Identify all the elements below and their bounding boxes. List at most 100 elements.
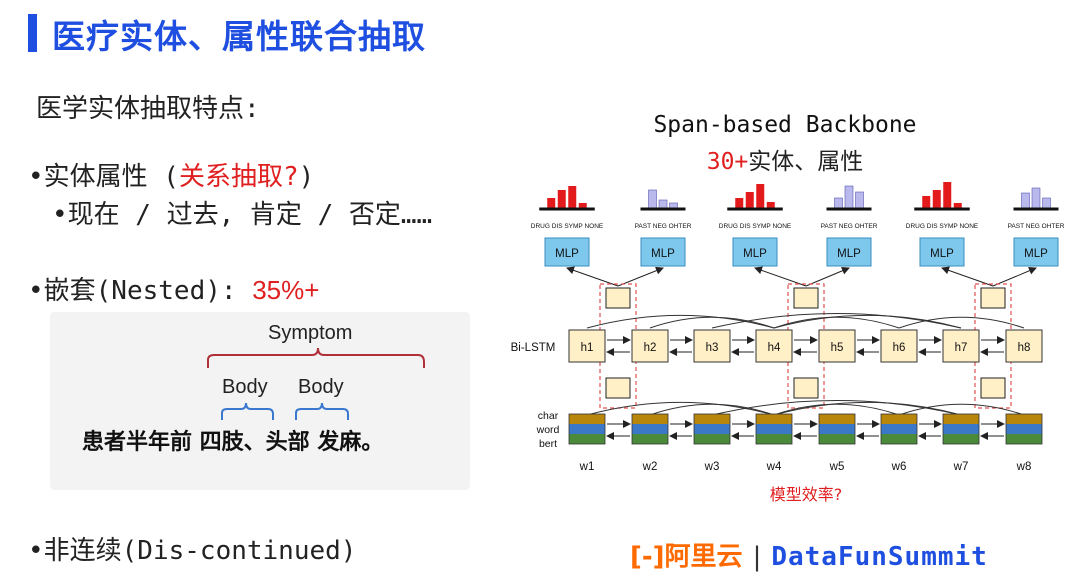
word-label: w5 [829, 461, 845, 473]
bullet-discontinued: •非连续(Dis-continued) [28, 536, 357, 566]
distribution-bar [766, 202, 775, 208]
hidden-state-box [568, 329, 606, 363]
span-to-mlp-arrow [754, 266, 807, 287]
span-box-bottom [980, 377, 1006, 399]
embed-char-segment [1006, 414, 1042, 424]
word-label: w3 [704, 461, 720, 473]
mlp-label: MLP [1024, 248, 1048, 260]
embed-bert-segment [694, 434, 730, 444]
hidden-state-label: h7 [955, 342, 968, 354]
embed-bert-segment [569, 434, 605, 444]
mlp-box [732, 237, 778, 267]
distribution-bar [557, 190, 566, 208]
embed-box-outline [568, 413, 606, 445]
distribution-label: PAST NEG OHTER [635, 223, 692, 230]
distribution-bar [735, 198, 744, 208]
word-label: w1 [579, 461, 595, 473]
word-label: w6 [891, 461, 907, 473]
nested-example-panel [50, 312, 470, 490]
word-label: w2 [642, 461, 658, 473]
distribution-bar [844, 185, 854, 209]
span-box-top [980, 287, 1006, 309]
mlp-box [919, 237, 965, 267]
word-label: w7 [953, 461, 969, 473]
embed-word-segment [819, 424, 855, 434]
embed-box-outline [631, 413, 669, 445]
distribution-bar [756, 184, 765, 208]
bullet-nested-main: •嵌套(Nested): [28, 276, 253, 306]
embed-char-segment [756, 414, 792, 424]
embed-box-outline [693, 413, 731, 445]
word-label: w8 [1016, 461, 1032, 473]
hidden-arc-top [649, 316, 775, 329]
efficiency-question: 模型效率? [770, 485, 843, 504]
distribution-bar [855, 191, 864, 209]
hidden-arc-top [586, 314, 775, 329]
distribution-label: DRUG DIS SYMP NONE [531, 223, 604, 230]
mlp-label: MLP [651, 248, 675, 260]
hidden-arc-top [711, 313, 962, 329]
mlp-label: MLP [743, 248, 767, 260]
example-symptom-label: Symptom [268, 322, 353, 344]
mlp-label: MLP [837, 248, 861, 260]
hidden-state-label: h8 [1018, 342, 1031, 354]
embed-char-segment [819, 414, 855, 424]
hidden-state-label: h3 [706, 342, 719, 354]
span-box-top [793, 287, 819, 309]
symptom-bracket [207, 347, 425, 368]
example-body-label-2: Body [298, 376, 344, 398]
hidden-state-box [880, 329, 918, 363]
embed-char-segment [632, 414, 668, 424]
datafun-logo: DataFunSummit [771, 542, 988, 572]
distribution-bar [943, 182, 952, 208]
span-to-mlp-arrow [992, 267, 1037, 287]
bullet-nested-red: 35%+ [252, 275, 320, 305]
slide-title: 医疗实体、属性联合抽取 [52, 17, 426, 56]
embed-bert-segment [881, 434, 917, 444]
span-box-bottom [605, 377, 631, 399]
brand-separator: | [752, 542, 762, 572]
distribution-bar [922, 196, 931, 208]
diagram-subtitle-count: 30+ [706, 149, 749, 175]
mlp-label: MLP [555, 248, 579, 260]
span-to-mlp-arrow [805, 267, 850, 287]
hidden-arc-top [898, 316, 1025, 329]
body-bracket-1 [221, 402, 274, 420]
hidden-state-box [818, 329, 856, 363]
diagram-title: Span-based Backbone [653, 112, 917, 138]
distribution-bar [658, 199, 668, 209]
distribution-bar [834, 197, 843, 209]
bullet-attributes-sub: •现在 / 过去, 肯定 / 否定…… [52, 200, 433, 230]
distribution-bar [745, 192, 754, 208]
embed-arc [773, 403, 900, 416]
embed-box-outline [1005, 413, 1043, 445]
distribution-bar [932, 190, 941, 208]
distribution-bar [1021, 192, 1030, 209]
embed-word-segment [569, 424, 605, 434]
mlp-box [1013, 237, 1059, 267]
hidden-state-box [693, 329, 731, 363]
hidden-state-box [755, 329, 793, 363]
embed-word-segment [1006, 424, 1042, 434]
body-bracket-2 [295, 402, 349, 420]
embed-char-segment [569, 414, 605, 424]
bullet-attributes-red: 关系抽取? [178, 162, 299, 192]
distribution-label: DRUG DIS SYMP NONE [719, 223, 792, 230]
embed-bert-segment [1006, 434, 1042, 444]
embed-arc [898, 403, 1025, 416]
diagram-subtitle: 30+实体、属性 [590, 142, 980, 176]
embed-word-segment [632, 424, 668, 434]
example-body-label-1: Body [222, 376, 268, 398]
distribution-label: PAST NEG OHTER [1008, 223, 1065, 230]
embed-char-segment [943, 414, 979, 424]
embed-char-segment [881, 414, 917, 424]
diagram-subtitle-text: 实体、属性 [748, 149, 864, 175]
mlp-box [826, 237, 872, 267]
embed-box-outline [880, 413, 918, 445]
embed-bert-segment [943, 434, 979, 444]
embed-box-outline [818, 413, 856, 445]
example-sentence: 患者半年前 四肢、头部 发麻。 [82, 430, 384, 455]
embed-char-segment [694, 414, 730, 424]
span-to-mlp-arrow [566, 266, 619, 287]
distribution-bar [547, 198, 556, 208]
